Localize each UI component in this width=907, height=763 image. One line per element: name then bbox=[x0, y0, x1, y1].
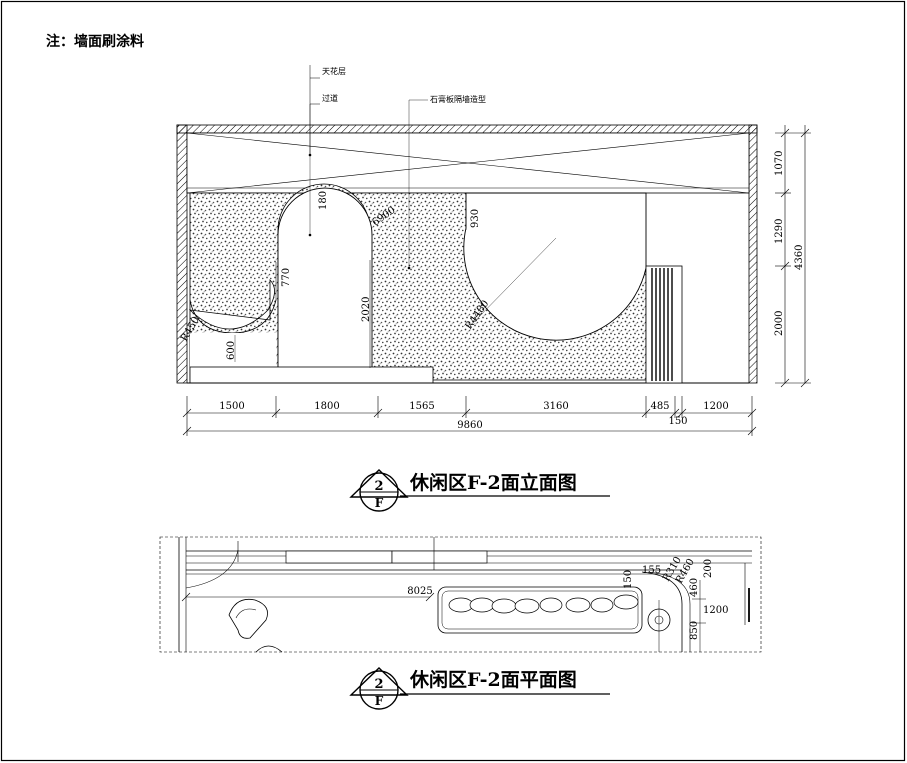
dim-1070: 1070 bbox=[774, 151, 785, 176]
symbol-letter: F bbox=[375, 496, 384, 510]
label-ceiling: 天花层 bbox=[322, 66, 346, 76]
plan-stool bbox=[255, 645, 283, 652]
large-arc-opening bbox=[463, 192, 647, 341]
plan-section-symbol: 2 F bbox=[349, 667, 409, 710]
plan-dim-155: 155 bbox=[642, 565, 661, 576]
dim-9860: 9860 bbox=[457, 420, 482, 431]
dim-150: 150 bbox=[668, 416, 687, 427]
dim-180: 180 bbox=[318, 191, 329, 210]
dim-600: 600 bbox=[226, 341, 237, 360]
plan-title: 休闲区F-2面平面图 bbox=[409, 668, 577, 691]
plan-cabinet bbox=[391, 550, 488, 564]
elevation-drawing: 930 6900 180 770 2020 R4480 R450 600 天花层… bbox=[176, 65, 811, 512]
plan-dim-200: 200 bbox=[703, 559, 714, 578]
dim-930: 930 bbox=[470, 209, 481, 228]
dim-1290: 1290 bbox=[774, 219, 785, 244]
plan-cabinet bbox=[285, 550, 393, 564]
dim-1200: 1200 bbox=[703, 401, 728, 412]
symbol-number: 2 bbox=[374, 677, 383, 692]
plan-dim-150: 150 bbox=[623, 570, 634, 589]
symbol-letter: F bbox=[375, 694, 384, 708]
dim-770: 770 bbox=[281, 268, 292, 287]
dim-485: 485 bbox=[650, 401, 669, 412]
door-swing bbox=[185, 549, 239, 589]
dim-3160: 3160 bbox=[543, 401, 568, 412]
arch-doorway bbox=[277, 187, 373, 369]
plan-dim-1200: 1200 bbox=[703, 605, 728, 616]
plan-bench bbox=[437, 586, 643, 634]
plan-dim-8025: 8025 bbox=[407, 586, 432, 597]
plan-cushions bbox=[448, 594, 639, 614]
left-curve-niche bbox=[189, 299, 277, 334]
plan-dim-460: 460 bbox=[689, 578, 700, 597]
elevation-section-symbol: 2 F bbox=[349, 469, 409, 512]
label-corridor: 过道 bbox=[322, 93, 338, 103]
plan-dim-850: 850 bbox=[689, 621, 700, 640]
dim-1500: 1500 bbox=[219, 401, 244, 412]
left-wall-hatch bbox=[176, 124, 188, 384]
label-gypsum-wall: 石膏板隔墙造型 bbox=[430, 94, 486, 104]
dim-1800: 1800 bbox=[314, 401, 339, 412]
ceiling-cross-line bbox=[186, 132, 750, 194]
wall-paint-note: 注：墙面刷涂料 bbox=[46, 33, 144, 50]
symbol-number: 2 bbox=[374, 479, 383, 494]
plan-view-boundary bbox=[159, 536, 762, 653]
elevation-title: 休闲区F-2面立面图 bbox=[409, 471, 577, 494]
dim-1565: 1565 bbox=[409, 401, 434, 412]
dim-2020: 2020 bbox=[361, 297, 372, 322]
top-slab-hatch bbox=[176, 124, 758, 134]
dim-4360: 4360 bbox=[794, 245, 805, 270]
plan-drawing: 8025 150 155 R310 R460 200 460 1200 850 … bbox=[159, 536, 762, 710]
plan-armchair bbox=[228, 598, 268, 639]
right-wall-hatch bbox=[748, 124, 758, 384]
bench-counter bbox=[189, 366, 434, 384]
dim-2000: 2000 bbox=[774, 311, 785, 336]
